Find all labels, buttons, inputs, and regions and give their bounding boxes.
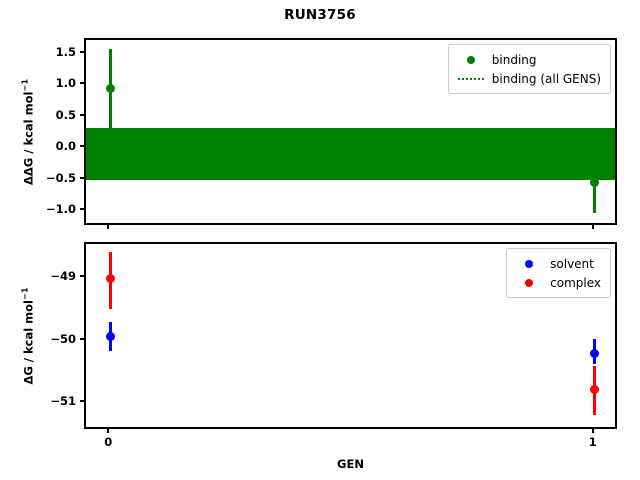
bottom-ytick-mark [80,275,84,278]
top-panel-ylabel: ΔΔG / kcal mol−1 [19,38,35,225]
legend-entry: solvent [514,254,601,273]
page-title: RUN3756 [284,7,356,23]
solvent-marker [590,348,600,358]
top-ytick-label: −1.0 [45,202,76,217]
legend-label: binding (all GENS) [491,71,601,86]
binding-marker [105,83,115,93]
xtick-label: 0 [104,435,113,449]
top-ylabel-exponent: −1 [19,78,30,92]
legend-entry: complex [514,273,601,292]
bottom-ytick-label: −50 [50,331,76,346]
legend-label: complex [550,275,601,290]
bottom-xtick-mark [107,429,110,433]
top-ytick-mark [80,113,84,116]
top-xtick-mark [591,225,594,229]
top-panel-legend: binding binding (all GENS) [447,44,611,94]
bottom-ytick-mark [80,337,84,340]
legend-marker-icon [466,55,475,64]
x-axis-label: GEN [337,457,364,471]
legend-label: binding [491,52,537,67]
top-ytick-mark [80,50,84,53]
bottom-ylabel-exponent: −1 [19,286,30,300]
top-ytick-label: 1.0 [55,76,76,91]
legend-key [456,77,486,80]
bottom-ytick-label: −51 [50,393,76,408]
top-ytick-mark [80,145,84,148]
bottom-panel-legend: solvent complex [506,248,611,298]
top-ytick-mark [80,208,84,211]
top-ytick-label: 1.5 [55,44,76,59]
bottom-ytick-mark [80,399,84,402]
legend-label: solvent [550,256,594,271]
top-ytick-label: −0.5 [45,170,76,185]
top-ytick-mark [80,176,84,179]
legend-marker-icon [525,259,534,268]
top-ytick-mark [80,82,84,85]
bottom-xtick-mark [591,429,594,433]
legend-dotted-line-icon [457,77,484,80]
legend-marker-icon [525,278,534,287]
legend-key [514,259,544,268]
top-xtick-mark [107,225,110,229]
top-ytick-label: 0.0 [55,139,76,154]
binding-marker [590,178,600,188]
top-ytick-label: 0.5 [55,107,76,122]
legend-entry: binding (all GENS) [456,69,601,88]
solvent-marker [105,331,115,341]
complex-marker [590,384,600,394]
complex-marker [105,273,115,283]
xtick-label: 1 [588,435,597,449]
bottom-ytick-label: −49 [50,269,76,284]
legend-key [514,278,544,287]
legend-key [456,55,486,64]
binding-errorbar [593,182,597,214]
legend-entry: binding [456,50,601,69]
binding-all-gens-band [86,127,615,181]
